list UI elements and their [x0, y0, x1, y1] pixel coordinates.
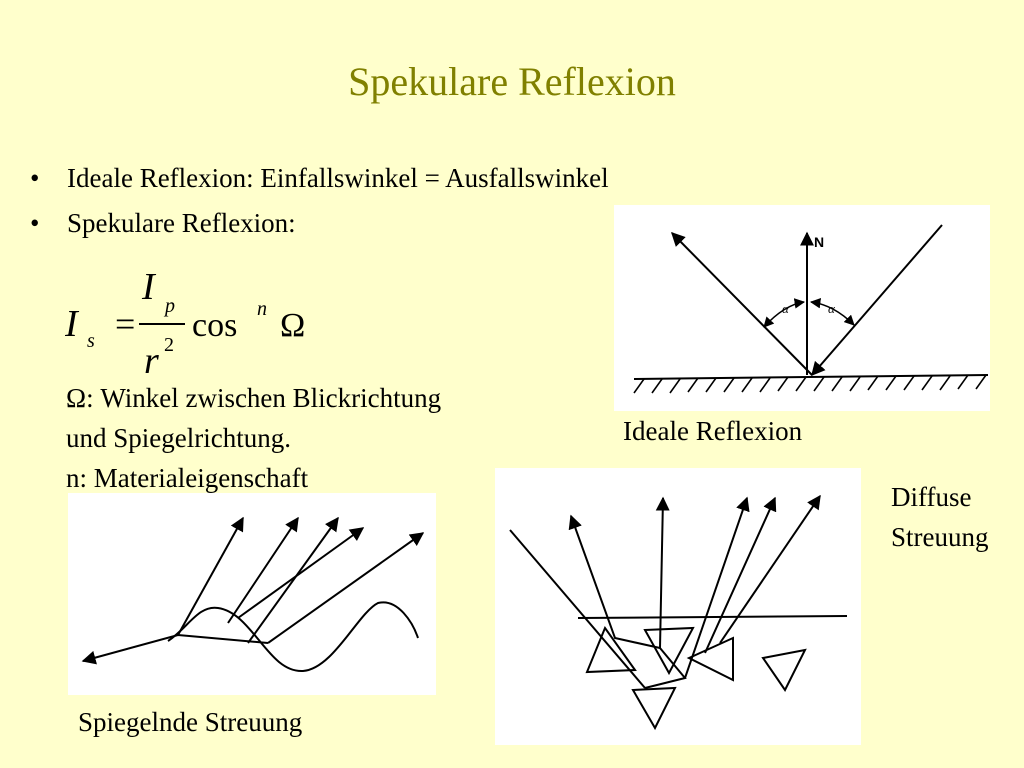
surface-line [577, 615, 848, 619]
surface-line [633, 374, 989, 380]
reflected-ray [267, 532, 425, 644]
caption-diffuse-line2: Streuung [891, 522, 989, 552]
formula-angle-symbol: Ω [280, 307, 305, 344]
bullet-dot: • [30, 163, 40, 193]
formula-explanation: Ω: Winkel zwischen Blickrichtung und Spi… [66, 378, 441, 498]
caption-diffuse-line1: Diffuse [891, 482, 972, 512]
particle-triangle [686, 636, 734, 682]
bullet-item-specular: • Spekulare Reflexion: [30, 208, 609, 239]
scattered-ray [684, 496, 750, 679]
incident-ray [811, 224, 943, 377]
reflected-ray [237, 527, 365, 619]
surface-hatching [633, 374, 987, 394]
bullet-item-ideal: • Ideale Reflexion: Einfallswinkel = Aus… [30, 163, 609, 194]
particle-triangle [761, 648, 807, 692]
figure-specular-scattering [68, 493, 436, 695]
reflected-ray [247, 516, 339, 644]
scattered-ray [644, 496, 687, 689]
bullet-text: Spekulare Reflexion: [67, 208, 296, 238]
bullet-text: Ideale Reflexion: Einfallswinkel = Ausfa… [67, 163, 609, 193]
bullet-dot: • [30, 208, 40, 238]
formula-numerator-subscript: p [163, 295, 175, 317]
incident-ray [509, 529, 646, 689]
incident-ray [81, 633, 269, 665]
angle-label-right: α [828, 301, 836, 316]
wavy-surface [167, 601, 419, 673]
normal-label: N [814, 234, 824, 250]
specular-formula: I s = I p r 2 cos n Ω [65, 266, 305, 380]
figure-ideal-reflection: N α α [614, 205, 990, 411]
caption-ideal-reflection: Ideale Reflexion [623, 416, 803, 446]
formula-equals: = [115, 304, 135, 344]
particle-triangle [585, 625, 637, 674]
particle-triangle [643, 626, 695, 676]
scattered-ray [719, 494, 821, 644]
explanation-line: n: Materialeigenschaft [66, 463, 309, 493]
formula-numerator-symbol: I [141, 266, 157, 308]
reflected-ray [177, 516, 244, 636]
formula-function: cos [192, 307, 237, 344]
figure-diffuse-scattering [495, 468, 861, 745]
angle-arc-right [809, 298, 855, 326]
formula-denominator-symbol: r [144, 340, 159, 380]
formula-denominator-exponent: 2 [164, 334, 174, 356]
particle-triangle [631, 686, 677, 731]
scattered-ray [568, 514, 661, 649]
bullet-list: • Ideale Reflexion: Einfallswinkel = Aus… [30, 163, 609, 253]
reflected-ray [227, 516, 299, 624]
slide-title: Spekulare Reflexion [348, 59, 676, 104]
formula-lhs-symbol: I [65, 303, 80, 345]
explanation-line: und Spiegelrichtung. [66, 423, 291, 453]
reflected-ray [671, 232, 813, 376]
caption-specular-scattering: Spiegelnde Streuung [78, 707, 303, 737]
explanation-line: Ω: Winkel zwischen Blickrichtung [66, 383, 442, 413]
angle-label-left: α [782, 301, 790, 316]
formula-lhs-subscript: s [87, 330, 95, 352]
scattered-ray [704, 496, 777, 654]
angle-arc-left [763, 298, 806, 328]
formula-function-exponent: n [257, 298, 267, 320]
